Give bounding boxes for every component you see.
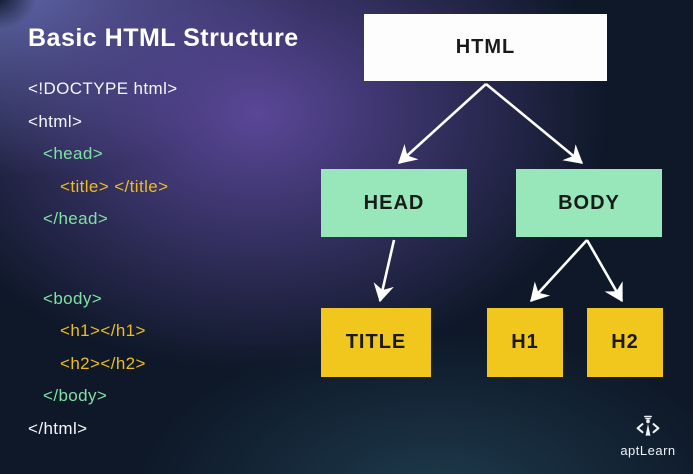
code-line-title: <title> </title> bbox=[60, 176, 169, 196]
node-head: HEAD bbox=[321, 169, 467, 237]
code-line-body-open: <body> bbox=[43, 288, 103, 308]
code-line-doctype: <!DOCTYPE html> bbox=[28, 79, 178, 99]
node-html: HTML bbox=[364, 14, 607, 81]
node-body: BODY bbox=[516, 169, 662, 237]
code-line-html-open: <html> bbox=[28, 111, 83, 131]
node-h1: H1 bbox=[487, 308, 563, 377]
code-line-html-close: </html> bbox=[28, 418, 88, 438]
logo-text: aptLearn bbox=[620, 443, 676, 458]
aptlearn-logo-icon bbox=[636, 415, 660, 436]
code-line-head-close: </head> bbox=[43, 209, 109, 229]
node-h2: H2 bbox=[587, 308, 663, 377]
node-title: TITLE bbox=[321, 308, 431, 377]
code-line-head-open: <head> bbox=[43, 144, 104, 164]
code-block: <!DOCTYPE html> <html> <head> <title> </… bbox=[28, 73, 178, 445]
aptlearn-logo: aptLearn bbox=[608, 412, 688, 458]
page-title: Basic HTML Structure bbox=[28, 24, 299, 52]
code-line-body-close: </body> bbox=[43, 386, 108, 406]
code-line-h1: <h1></h1> bbox=[60, 321, 146, 341]
code-line-h2: <h2></h2> bbox=[60, 353, 146, 373]
